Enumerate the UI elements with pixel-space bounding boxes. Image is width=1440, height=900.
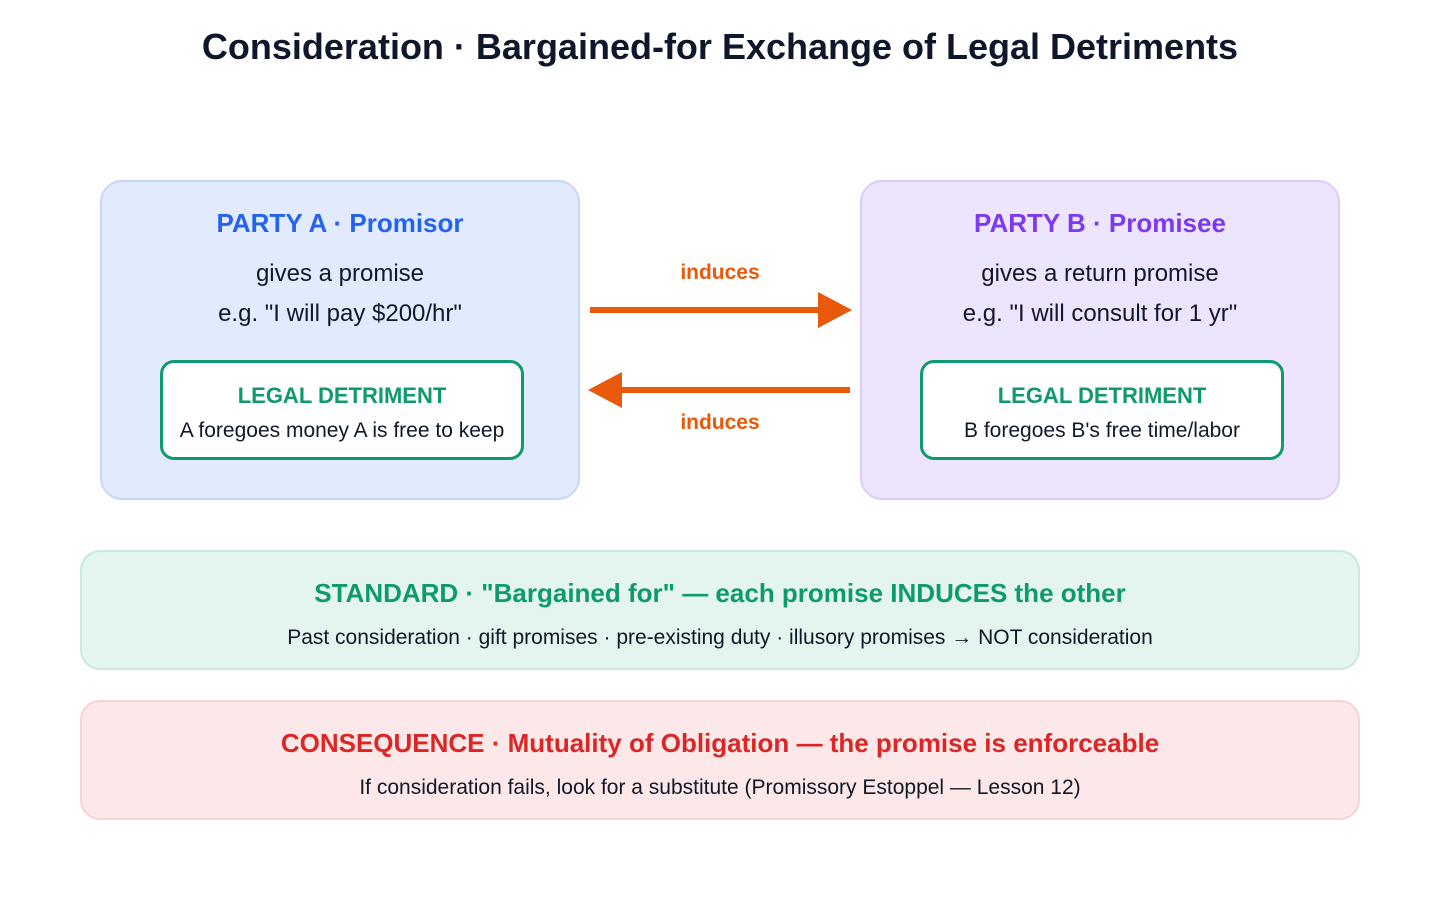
consequence-text: If consideration fails, look for a subst… — [359, 776, 1081, 799]
right-arrow-icon — [590, 292, 852, 328]
party-a-description: gives a promise — [255, 260, 425, 287]
party-b-box: PARTY B · Promisee gives a return promis… — [860, 180, 1340, 500]
party-a-box: PARTY A · Promisor gives a promise e.g. … — [100, 180, 580, 500]
page-title: Consideration · Bargained-for Exchange o… — [201, 26, 1239, 67]
party-b-example: e.g. "I will consult for 1 yr" — [962, 300, 1238, 327]
party-b-detriment-title: LEGAL DETRIMENT — [997, 383, 1207, 408]
consequence-title: CONSEQUENCE · Mutuality of Obligation — … — [280, 728, 1160, 758]
party-b-detriment-text: B foregoes B's free time/labor — [964, 419, 1240, 442]
consequence-panel: CONSEQUENCE · Mutuality of Obligation — … — [80, 700, 1360, 820]
party-b-heading: PARTY B · Promisee — [974, 208, 1226, 238]
party-a-example: e.g. "I will pay $200/hr" — [218, 300, 462, 327]
party-a-heading: PARTY A · Promisor — [216, 208, 464, 238]
party-b-detriment-box: LEGAL DETRIMENT B foregoes B's free time… — [920, 360, 1284, 460]
party-a-detriment-box: LEGAL DETRIMENT A foregoes money A is fr… — [160, 360, 524, 460]
party-a-detriment-title: LEGAL DETRIMENT — [237, 383, 447, 408]
standard-text: Past consideration · gift promises · pre… — [287, 626, 1153, 649]
arrow-label-top: induces — [680, 261, 760, 284]
party-a-detriment-text: A foregoes money A is free to keep — [179, 419, 505, 442]
arrow-label-bottom: induces — [680, 411, 760, 434]
standard-panel: STANDARD · "Bargained for" — each promis… — [80, 550, 1360, 670]
standard-title: STANDARD · "Bargained for" — each promis… — [314, 578, 1126, 608]
left-arrow-icon — [588, 372, 850, 408]
party-b-description: gives a return promise — [981, 260, 1219, 287]
